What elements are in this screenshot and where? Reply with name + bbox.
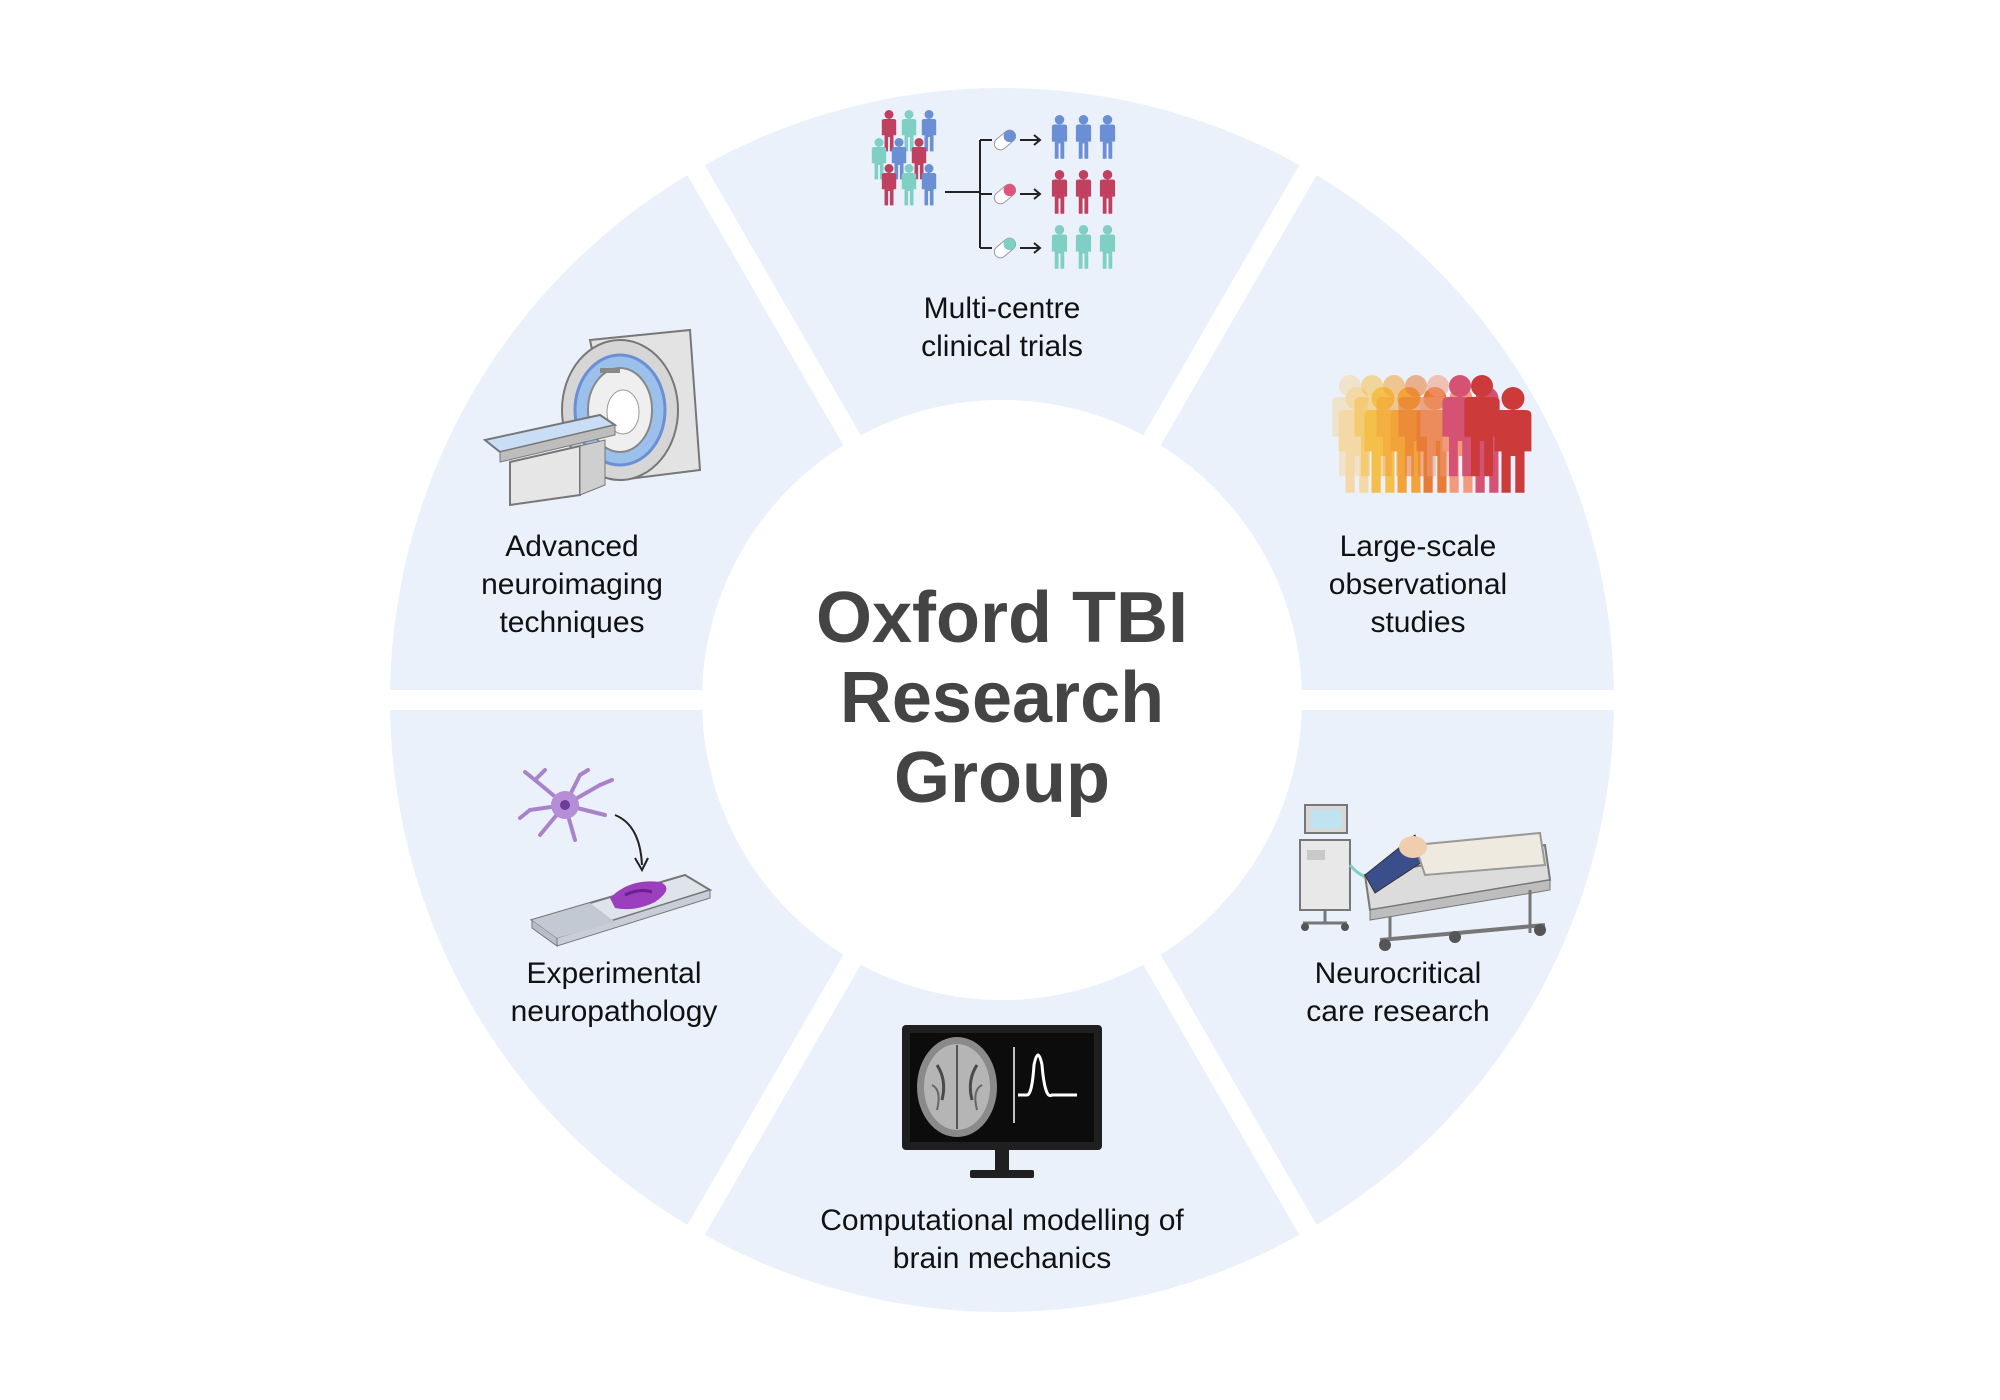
label-advanced-neuroimaging-techniques: Advanced neuroimaging techniques [481,530,663,639]
monitor-brain-scan-icon [902,1025,1102,1178]
center-title: Oxford TBI Research Group [816,578,1188,818]
segment-neuropathology [390,709,844,1225]
label-large-scale-observational-studies: Large-scale observational studies [1328,530,1508,639]
clinical-trial-groups-icon [871,110,1116,269]
label-multi-centre-clinical-trials: Multi-centre clinical trials [921,292,1083,363]
icu-bed-ventilator-icon [1299,804,1552,951]
crowd-icon [1332,375,1532,493]
segment-trials [704,88,1300,436]
label-computational-modelling-of-brain-mechanics: Computational modelling of brain mechani… [820,1204,1184,1275]
center-disc [702,400,1302,1000]
neuron-slide-icon [518,768,713,947]
label-neurocritical-care-research: Neurocritical care research [1306,957,1490,1028]
mri-scanner-icon [482,328,702,507]
label-experimental-neuropathology: Experimental neuropathology [510,957,718,1028]
